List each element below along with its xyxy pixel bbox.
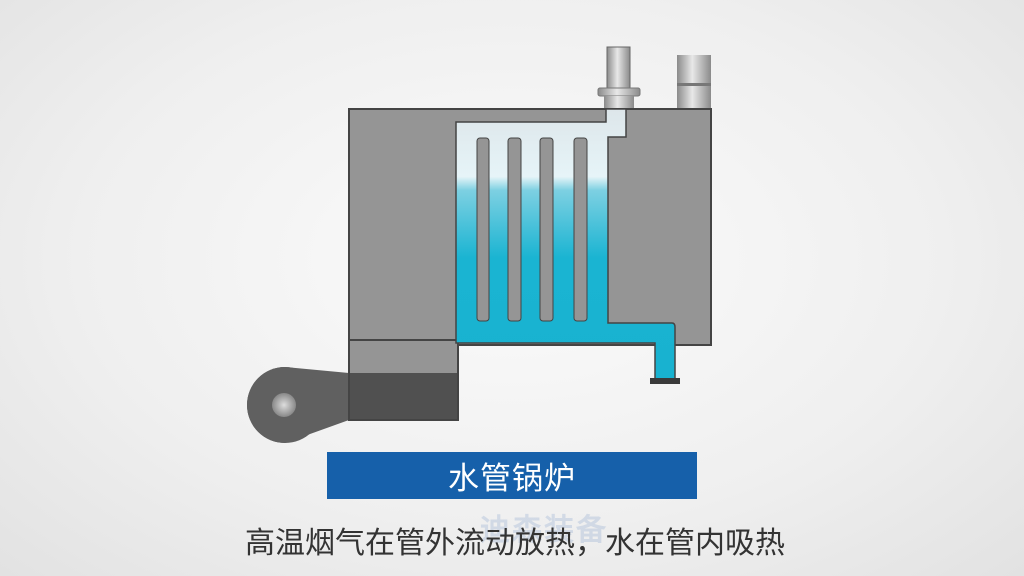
diagram-title: 水管锅炉 — [327, 452, 697, 499]
burner-fan — [247, 367, 349, 443]
drain-cap — [650, 378, 680, 384]
steam-outlet-pipe — [597, 46, 641, 110]
tube — [476, 137, 490, 322]
tube — [539, 137, 554, 322]
tube — [507, 137, 522, 322]
watermark-logo: 迪森装备 — [480, 513, 608, 548]
chimney — [677, 55, 711, 110]
fire-tubes — [476, 137, 588, 322]
furnace-base — [350, 373, 457, 419]
caption: 高温烟气在管外流动放热，水在管内吸热 — [245, 526, 785, 561]
tube — [573, 137, 588, 322]
fan-hole — [272, 393, 296, 417]
